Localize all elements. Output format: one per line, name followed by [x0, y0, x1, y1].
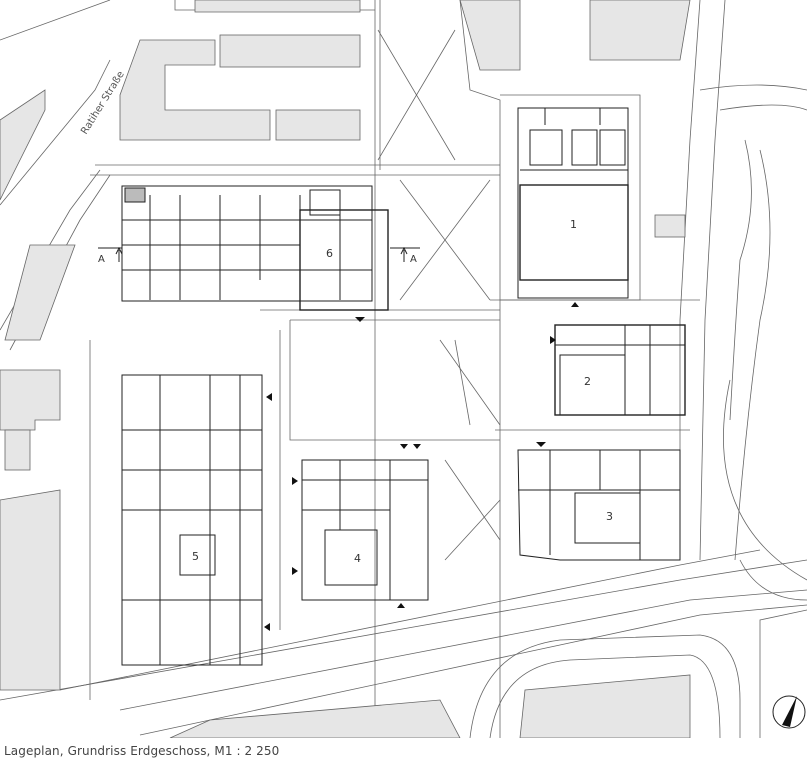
- building-2: [554, 324, 686, 416]
- building-6-number: 6: [326, 247, 333, 260]
- building-5-number: 5: [192, 550, 199, 563]
- building-3: [517, 449, 681, 561]
- section-marker-right: A: [410, 254, 417, 265]
- building-4: [301, 459, 429, 601]
- building-6: [121, 185, 389, 311]
- building-1: [517, 107, 629, 299]
- section-marker-left: A: [98, 254, 105, 265]
- existing-buildings: [0, 0, 691, 738]
- entrance-arrow-icon: [264, 302, 579, 631]
- plan-caption: Lageplan, Grundriss Erdgeschoss, M1 : 2 …: [4, 744, 280, 758]
- north-arrow-icon: [772, 695, 806, 729]
- section-markers: A A: [98, 246, 420, 265]
- building-2-number: 2: [584, 375, 591, 388]
- building-3-number: 3: [606, 510, 613, 523]
- site-plan: Ratiher Straße 6 1 2 3 4: [0, 0, 807, 738]
- building-5: [121, 374, 263, 666]
- building-4-number: 4: [354, 552, 361, 565]
- building-1-number: 1: [570, 218, 577, 231]
